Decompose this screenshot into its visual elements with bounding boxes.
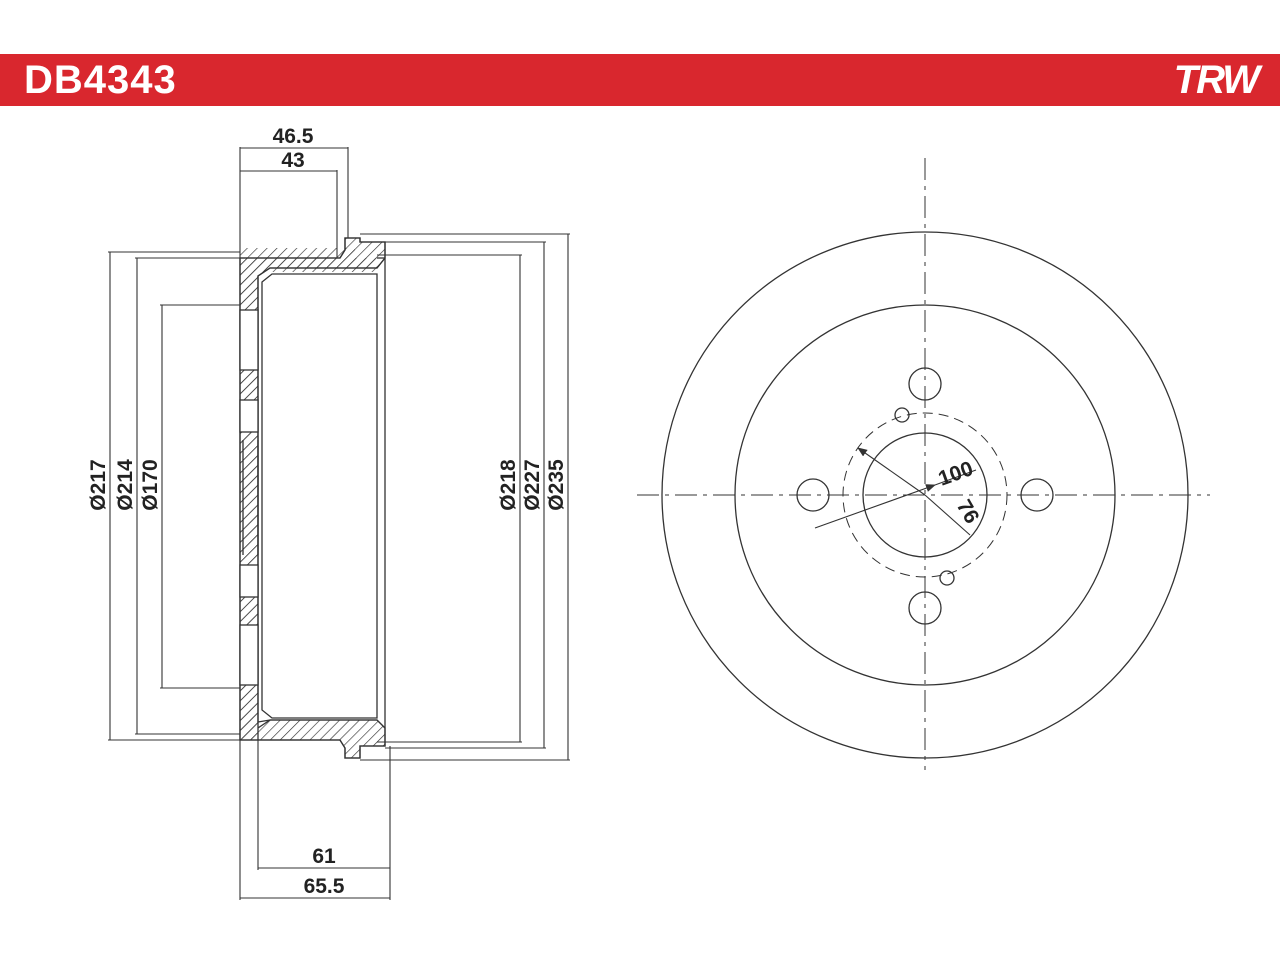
locating-hole-2 [939, 570, 955, 586]
dim-65-5: 65.5 [304, 875, 345, 898]
bolt-hole-bottom [908, 591, 942, 625]
dim-pcd-100: 100 [935, 457, 976, 491]
dim-dia-217: Ø217 [87, 459, 110, 510]
side-view-dimensions [108, 147, 570, 900]
dim-dia-170: Ø170 [139, 459, 162, 510]
dim-dia-218: Ø218 [497, 459, 520, 511]
pcd-circle [842, 412, 1008, 578]
dim-61: 61 [312, 845, 336, 868]
dim-dia-235: Ø235 [545, 459, 568, 511]
front-view-labels: 100 76 [935, 457, 983, 528]
side-view-labels: 46.5 43 61 65.5 Ø217 Ø214 Ø170 Ø218 Ø227… [87, 125, 568, 898]
bolt-hole-left [796, 478, 830, 512]
dim-46-5: 46.5 [273, 125, 314, 148]
header-bar [0, 54, 1280, 106]
center-bore-circle [862, 432, 988, 558]
bolt-hole-right [1020, 478, 1054, 512]
dim-dia-214: Ø214 [114, 459, 137, 511]
trw-logo: TRW [1173, 58, 1260, 102]
drum-outer-circle [661, 231, 1189, 759]
bolt-hole-top [908, 367, 942, 401]
dim-43: 43 [281, 149, 304, 172]
front-view [637, 158, 1210, 770]
dim-dia-227: Ø227 [521, 459, 544, 510]
side-section-view [239, 237, 386, 759]
hub-flange-circle [734, 304, 1116, 686]
locating-hole-1 [894, 407, 910, 423]
part-number: DB4343 [24, 58, 177, 102]
